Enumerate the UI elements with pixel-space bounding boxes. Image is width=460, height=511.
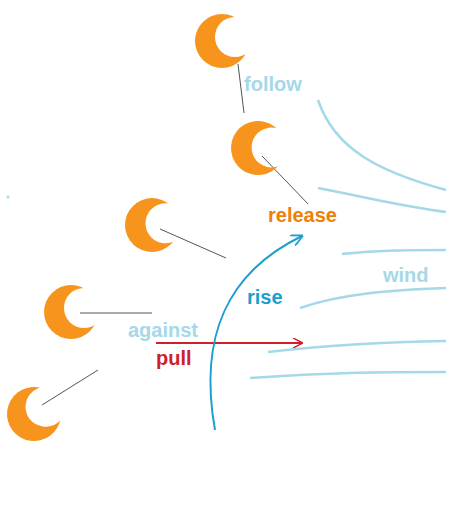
follow-label: follow [242, 73, 304, 95]
wind-label: wind [381, 264, 431, 286]
pull-arrow [156, 342, 302, 344]
pull-label: pull [154, 347, 194, 369]
against-label: against [126, 319, 200, 341]
dot [7, 196, 10, 199]
rise-arrow [210, 236, 302, 430]
rise-label: rise [245, 286, 285, 308]
release-label: release [266, 204, 339, 226]
kite-strings [42, 64, 310, 405]
